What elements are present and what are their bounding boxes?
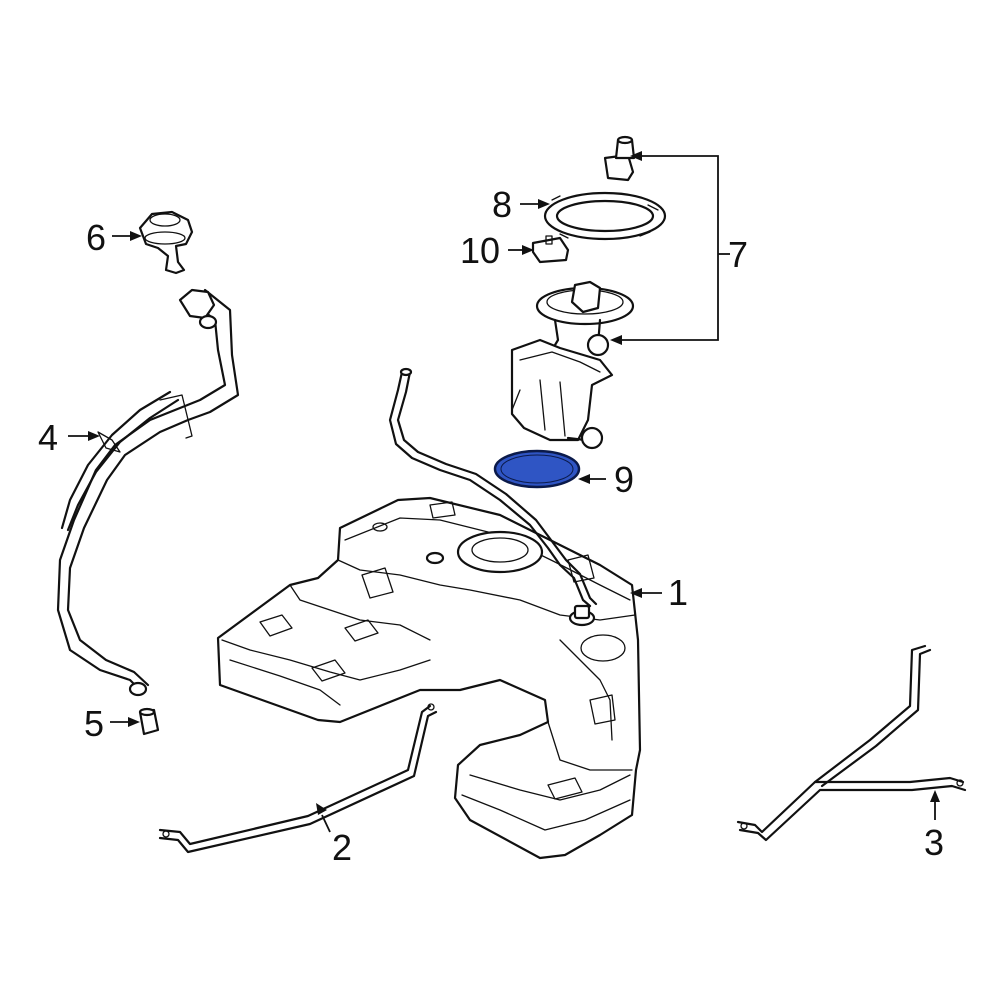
callout-2: 2 <box>332 827 352 868</box>
part-6-fuel-cap[interactable] <box>138 210 194 275</box>
callout-5: 5 <box>84 703 104 744</box>
callout-6: 6 <box>86 217 106 258</box>
callout-leaders <box>68 151 940 833</box>
vent-tube[interactable] <box>388 367 598 608</box>
part-5-connector[interactable] <box>138 707 160 736</box>
callout-7: 7 <box>728 234 748 275</box>
callout-9: 9 <box>614 459 634 500</box>
callout-3: 3 <box>924 822 944 863</box>
callout-8: 8 <box>492 184 512 225</box>
part-7-fuel-pump-module[interactable] <box>510 280 635 450</box>
part-9-seal-highlighted[interactable] <box>493 449 581 489</box>
part-7-connector-fitting[interactable] <box>603 135 636 182</box>
part-10-sensor-clip[interactable] <box>531 235 570 264</box>
part-8-lock-ring[interactable] <box>543 191 667 241</box>
part-4-filler-pipe[interactable] <box>56 288 240 697</box>
part-3-tank-strap[interactable] <box>736 644 967 842</box>
callout-10: 10 <box>460 230 500 271</box>
callout-labels: 1 2 3 4 5 6 7 8 9 10 <box>38 184 944 868</box>
callout-1: 1 <box>668 572 688 613</box>
part-1-fuel-tank[interactable] <box>216 496 642 860</box>
part-2-tank-strap[interactable] <box>158 703 438 854</box>
callout-4: 4 <box>38 417 58 458</box>
